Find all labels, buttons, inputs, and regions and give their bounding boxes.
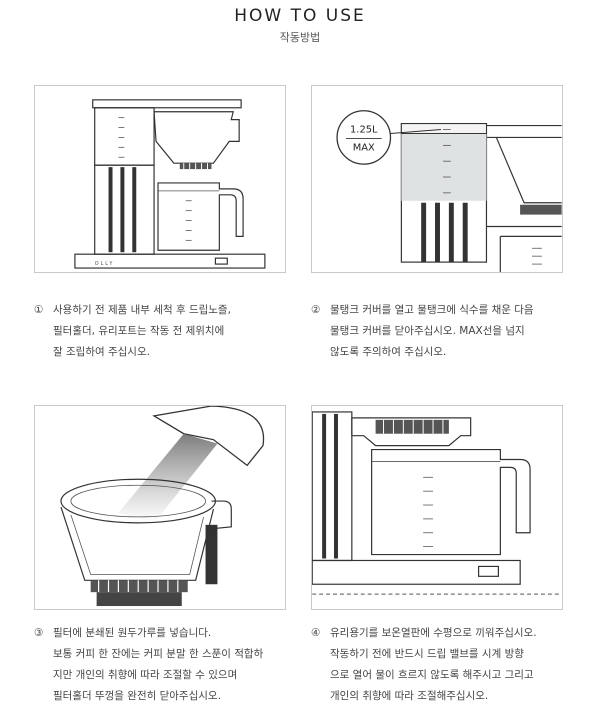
step-1-instructions: ① 사용하기 전 제품 내부 세척 후 드립노즐, 필터홀더, 유리포트는 작동… (34, 300, 304, 363)
illustration-assembled-coffee-maker: OLLY (34, 85, 286, 273)
max-label-circle (336, 110, 392, 165)
page-subtitle: 작동방법 (279, 31, 321, 44)
step-2-line: 않도록 주의하여 주십시오. (330, 346, 447, 358)
illustration-carafe-on-warming-plate (311, 405, 563, 610)
illustration-water-tank-max: 1.25L MAX (311, 85, 563, 273)
step-3-instructions: ③ 필터에 분쇄된 원두가루를 넣습니다. 보통 커피 한 잔에는 커피 분말 … (34, 623, 304, 707)
step-2-instructions: ② 물탱크 커버를 열고 물탱크에 식수를 채운 다음 물탱크 커버를 닫아주십… (311, 300, 581, 363)
step-4-line: 작동하기 전에 반드시 드립 밸브를 시계 방향 (330, 648, 524, 660)
step-2-line: 물탱크 커버를 닫아주십시오. MAX선을 넘지 (330, 325, 525, 337)
step-3-line: 필터에 분쇄된 원두가루를 넣습니다. (53, 627, 212, 639)
step-3-line: 지만 개인의 취향에 따라 조절할 수 있으며 (53, 669, 238, 681)
step-1-line: 사용하기 전 제품 내부 세척 후 드립노즐, (53, 304, 231, 316)
step-4-line: 으로 열어 물이 흐르지 않도록 해주시고 그리고 (330, 669, 534, 681)
brand-mark: OLLY (95, 261, 115, 267)
step-3-line: 필터홀더 뚜껑을 완전히 닫아주십시오. (53, 690, 221, 702)
max-text: MAX (353, 142, 375, 153)
step-4-number: ④ (311, 627, 321, 639)
carafe-drawing (312, 411, 562, 595)
step-1-line: 잘 조립하여 주십시오. (53, 346, 150, 358)
water-tank-drawing: 1.25L MAX (336, 110, 562, 272)
filter-holder-drawing (60, 406, 265, 607)
step-4-line: 유리용기를 보온열판에 수평으로 끼워주십시오. (330, 627, 537, 639)
step-2-number: ② (311, 304, 321, 316)
step-3-number: ③ (34, 627, 44, 639)
step-2-line: 물탱크 커버를 열고 물탱크에 식수를 채운 다음 (330, 304, 534, 316)
step-4-line: 개인의 취향에 따라 조절해주십시오. (330, 690, 489, 702)
max-volume-text: 1.25L (350, 125, 378, 136)
coffee-maker-drawing: OLLY (74, 99, 266, 269)
step-4-instructions: ④ 유리용기를 보온열판에 수평으로 끼워주십시오. 작동하기 전에 반드시 드… (311, 623, 581, 707)
page-title: HOW TO USE (234, 6, 366, 26)
illustration-adding-coffee-grounds (34, 405, 286, 610)
step-1-line: 필터홀더, 유리포트는 작동 전 제위치에 (53, 325, 225, 337)
step-3-line: 보통 커피 한 잔에는 커피 분말 한 스푼이 적합하 (53, 648, 264, 660)
step-1-number: ① (34, 304, 44, 316)
